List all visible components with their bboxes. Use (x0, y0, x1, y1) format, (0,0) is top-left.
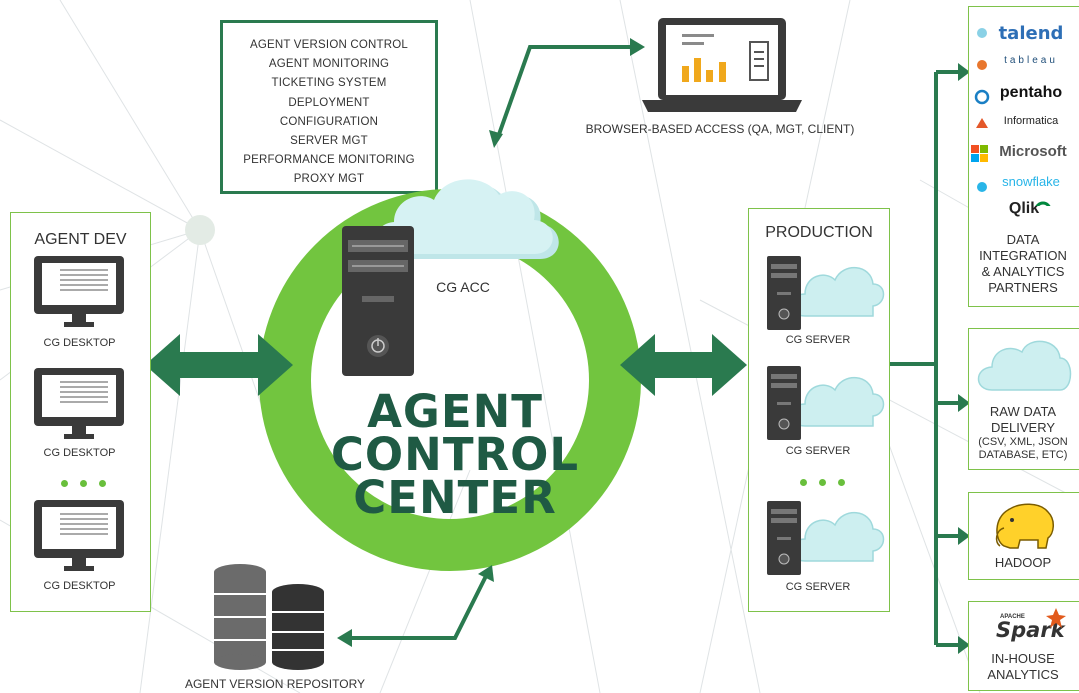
raw-data-line: DATABASE, ETC) (978, 449, 1068, 461)
apache-label: APACHE (1000, 614, 1025, 620)
hadoop-elephant-icon (995, 503, 1054, 549)
function-item: AGENT MONITORING (268, 58, 390, 71)
agent-dev-title: AGENT DEV (34, 231, 127, 248)
server-cloud-icon (767, 501, 885, 575)
partners-label-line: INTEGRATION (979, 248, 1067, 263)
server-tower-icon (342, 226, 414, 376)
raw-data-label: RAW DATA DELIVERY (CSV, XML, JSON DATABA… (968, 404, 1078, 462)
raw-data-line: RAW DATA (989, 404, 1057, 419)
pentaho-logo: pentaho (999, 84, 1063, 101)
function-item: DEPLOYMENT (288, 96, 370, 109)
raw-data-line: (CSV, XML, JSON (978, 436, 1068, 448)
repository-arrow (345, 571, 490, 640)
cg-desktop-label: CG DESKTOP (43, 447, 116, 459)
snowflake-logo: snowflake (1002, 174, 1060, 189)
function-item: PROXY MGT (293, 173, 365, 186)
double-arrow-left (145, 334, 293, 396)
desktop-monitor-icon (34, 256, 124, 327)
hadoop-label: HADOOP (994, 555, 1052, 570)
spark-label-line: IN-HOUSE (991, 651, 1055, 666)
function-item: AGENT VERSION CONTROL (250, 39, 408, 51)
desktop-monitor-icon (34, 500, 124, 571)
cg-server-label: CG SERVER (785, 445, 851, 457)
ellipsis-dots (55, 474, 112, 492)
title-line-1: AGENT (367, 385, 543, 438)
spark-label-line: ANALYTICS (987, 667, 1059, 682)
partners-label-line: DATA (1006, 232, 1040, 247)
function-item: TICKETING SYSTEM (271, 77, 387, 90)
spark-label: IN-HOUSE ANALYTICS (968, 651, 1078, 683)
spark-star-icon (1046, 608, 1066, 628)
tableau-logo: tableau (1004, 55, 1058, 66)
informatica-logo: Informatica (1003, 115, 1059, 127)
database-repository-icon (214, 564, 324, 670)
browser-access-label: BROWSER-BASED ACCESS (QA, MGT, CLIENT) (585, 122, 855, 136)
title-line-2: CONTROL (330, 428, 580, 481)
server-cloud-icon (767, 256, 885, 330)
partners-label-line: & ANALYTICS (981, 264, 1065, 279)
ellipsis-dots (794, 473, 851, 491)
raw-data-line: DELIVERY (990, 420, 1056, 435)
title-line-3: CENTER (353, 471, 557, 524)
cg-server-label: CG SERVER (785, 581, 851, 593)
partners-label: DATA INTEGRATION & ANALYTICS PARTNERS (968, 232, 1078, 296)
double-arrow-right (620, 334, 747, 396)
browser-arrow (495, 45, 638, 141)
desktop-monitor-icon (34, 368, 124, 439)
server-cloud-icon (767, 366, 885, 440)
function-item: PERFORMANCE MONITORING (243, 154, 415, 167)
cg-server-label: CG SERVER (785, 334, 851, 346)
cg-desktop-label: CG DESKTOP (43, 580, 116, 592)
partner-logo-marks (971, 28, 1051, 206)
partners-label-line: PARTNERS (988, 280, 1058, 295)
cloud-icon (376, 179, 559, 259)
cg-acc-label: CG ACC (436, 279, 490, 295)
laptop-dashboard-icon (642, 18, 802, 112)
cloud-icon (977, 340, 1072, 391)
function-item: CONFIGURATION (279, 115, 379, 128)
agent-control-center-title: AGENT CONTROL CENTER (300, 385, 610, 524)
cg-desktop-label: CG DESKTOP (43, 337, 116, 349)
microsoft-logo: Microsoft (999, 143, 1067, 160)
functions-box: AGENT VERSION CONTROL AGENT MONITORING T… (220, 20, 438, 194)
repository-label: AGENT VERSION REPOSITORY (184, 677, 366, 691)
production-title: PRODUCTION (765, 224, 873, 241)
qlik-logo: Qlik (1008, 200, 1040, 217)
function-item: SERVER MGT (290, 135, 368, 148)
talend-logo: talend (998, 23, 1064, 44)
